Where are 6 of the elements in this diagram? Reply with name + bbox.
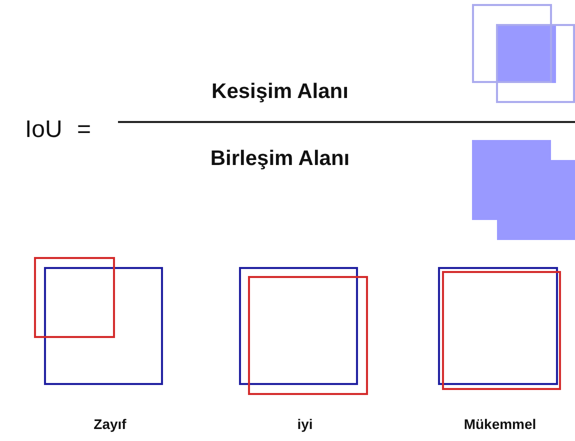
example-caption: Mükemmel <box>464 416 536 432</box>
denominator-label: Birleşim Alanı <box>210 147 350 171</box>
numerator-label: Kesişim Alanı <box>212 80 348 104</box>
example-caption: Zayıf <box>94 416 126 432</box>
formula-label: IoU = <box>24 116 92 144</box>
example-caption: iyi <box>297 416 313 432</box>
